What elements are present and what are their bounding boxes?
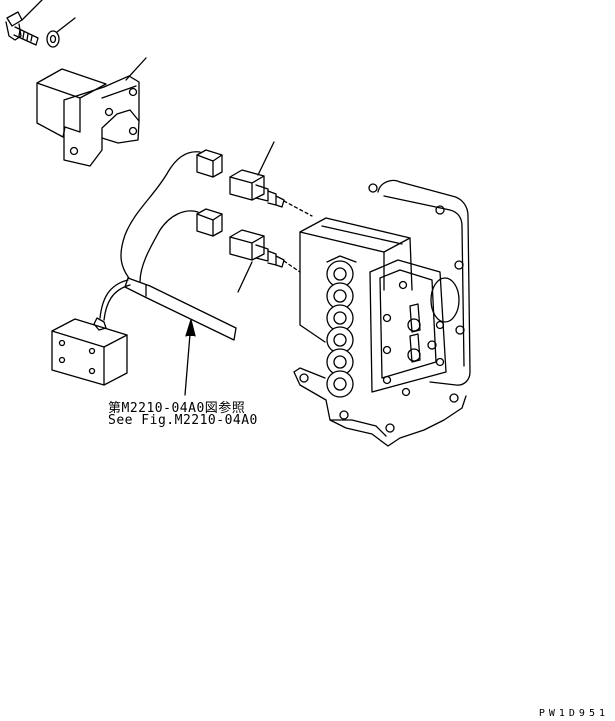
pressure-switch-upper <box>229 141 313 217</box>
bolt-part <box>5 0 43 46</box>
drawing-code: PW1D951 <box>538 708 609 719</box>
bracket-part <box>36 57 147 167</box>
valve-body <box>293 179 471 447</box>
wire-harness <box>120 151 237 341</box>
connector-lower <box>196 208 223 237</box>
connector-upper <box>196 149 223 178</box>
reference-label-english: See Fig.M2210-04A0 <box>108 413 258 428</box>
reference-label-japanese: 第M2210-04A0図参照 <box>108 401 246 416</box>
washer-part <box>46 17 76 48</box>
sensor-box <box>51 279 131 386</box>
reference-arrow <box>184 319 196 396</box>
pressure-switch-lower <box>229 229 301 293</box>
